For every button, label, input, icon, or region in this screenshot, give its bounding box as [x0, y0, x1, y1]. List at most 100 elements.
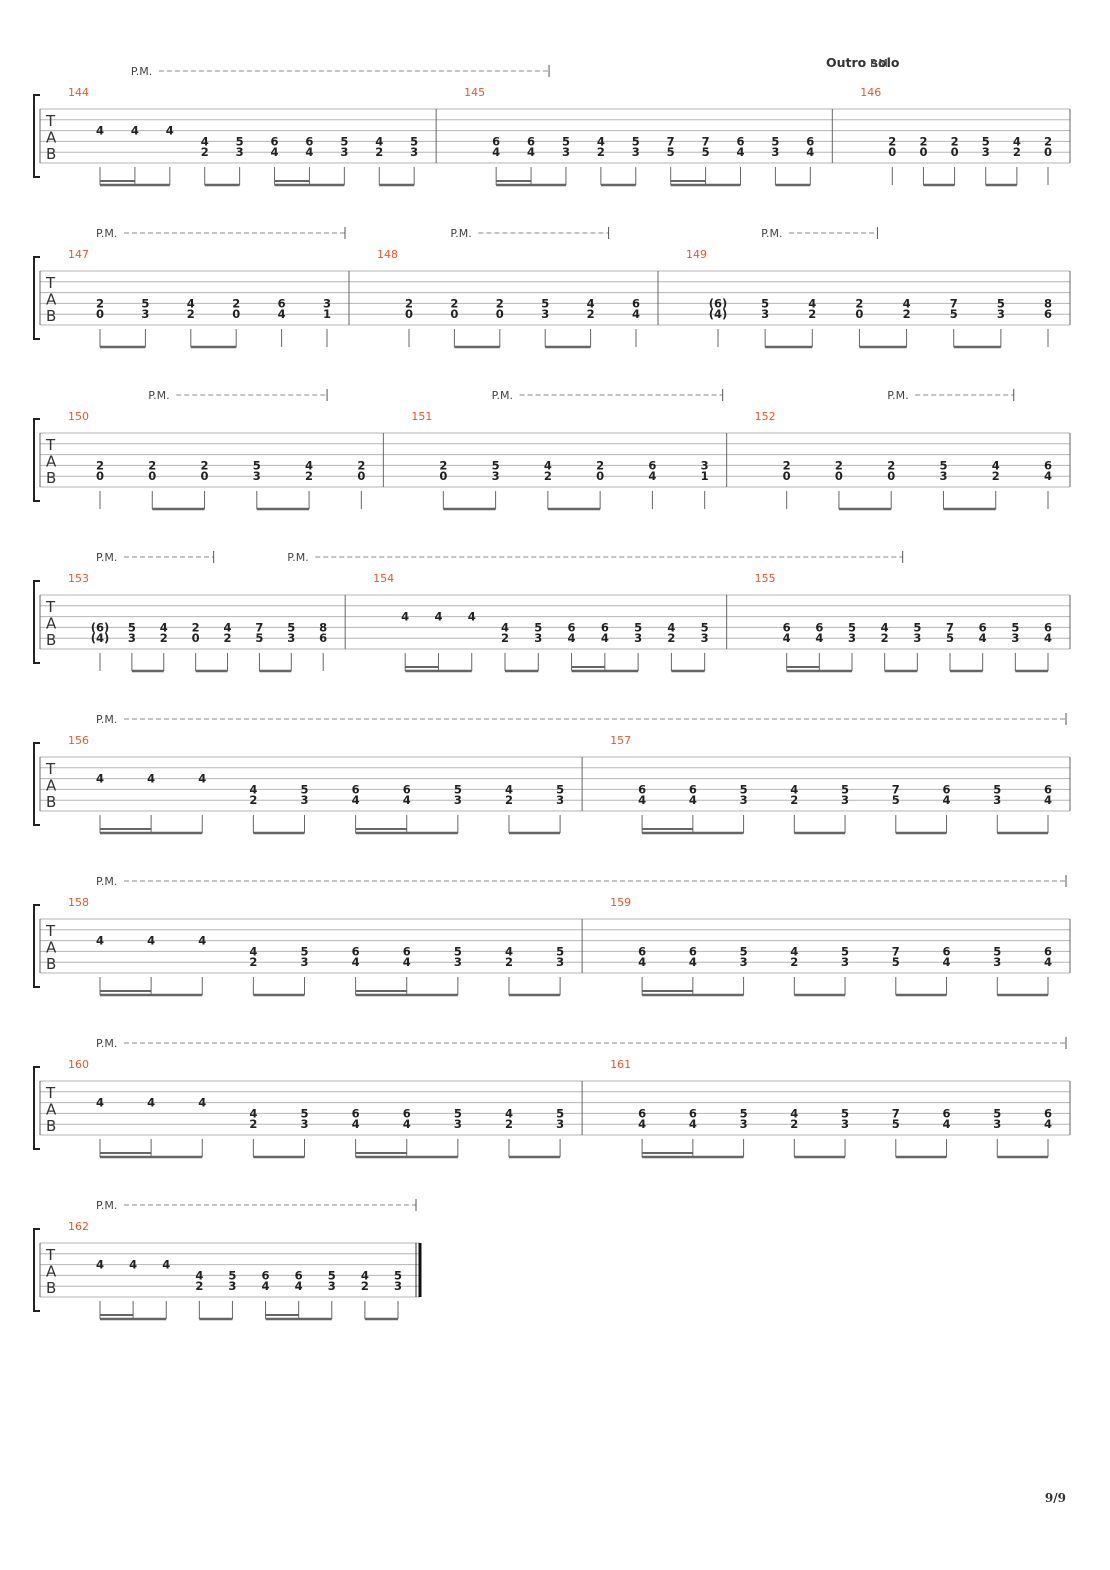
fret-number: 4 [1013, 134, 1021, 148]
fret-number: 4 [568, 631, 576, 645]
tab-letter: A [46, 777, 57, 795]
staff-bracket [33, 94, 40, 178]
fret-number: 6 [638, 944, 646, 958]
tab-letter: T [45, 274, 56, 292]
fret-number: 0 [232, 307, 240, 321]
fret-number: 5 [946, 631, 954, 645]
tab-letter: T [45, 598, 56, 616]
fret-number: 4 [667, 620, 675, 634]
fret-number: (4) [709, 307, 728, 321]
tab-letter: B [46, 145, 56, 163]
fret-number: 4 [224, 620, 232, 634]
fret-number: 2 [305, 469, 313, 483]
fret-number: 4 [638, 793, 646, 807]
tab-letter: B [46, 307, 56, 325]
fret-number: 5 [892, 793, 900, 807]
fret-number: 2 [357, 458, 365, 472]
fret-number: 3 [492, 469, 500, 483]
fret-number: 5 [300, 782, 308, 796]
fret-number: 4 [505, 944, 513, 958]
fret-number: 4 [638, 1117, 646, 1131]
fret-number: 4 [401, 610, 409, 624]
fret-number: 3 [1011, 631, 1019, 645]
fret-number: 2 [201, 145, 209, 159]
fret-number: 5 [667, 145, 675, 159]
tab-letter: A [46, 291, 57, 309]
fret-number: 6 [632, 296, 640, 310]
fret-number: 4 [262, 1279, 270, 1293]
fret-number: 4 [198, 934, 206, 948]
staff-bracket [33, 418, 40, 502]
tab-letter: A [46, 1101, 57, 1119]
fret-number: 2 [1013, 145, 1021, 159]
fret-number: 5 [993, 944, 1001, 958]
palm-mute-label: P.M. [96, 713, 117, 726]
fret-number: 4 [736, 145, 744, 159]
staff-bracket [33, 904, 40, 988]
fret-number: 4 [1044, 631, 1052, 645]
fret-number: 3 [340, 145, 348, 159]
fret-number: 5 [534, 620, 542, 634]
fret-number: 4 [881, 620, 889, 634]
fret-number: 5 [892, 1117, 900, 1131]
measure-number: 144 [68, 86, 89, 99]
fret-number: 7 [702, 134, 710, 148]
fret-number: 4 [96, 772, 104, 786]
fret-number: 8 [319, 620, 327, 634]
fret-number: 4 [815, 631, 823, 645]
fret-number: 3 [410, 145, 418, 159]
fret-number: (6) [709, 296, 728, 310]
fret-number: 5 [841, 1106, 849, 1120]
fret-number: 6 [689, 944, 697, 958]
fret-number: 3 [997, 307, 1005, 321]
fret-number: 2 [903, 307, 911, 321]
fret-number: 3 [701, 458, 709, 472]
fret-number: 3 [328, 1279, 336, 1293]
fret-number: 0 [855, 307, 863, 321]
fret-number: 0 [192, 631, 200, 645]
measure-number: 146 [860, 86, 881, 99]
fret-number: 3 [300, 1117, 308, 1131]
fret-number: 5 [740, 1106, 748, 1120]
measure-number: 157 [610, 734, 631, 747]
fret-number: 2 [232, 296, 240, 310]
fret-number: 4 [689, 955, 697, 969]
fret-number: 5 [556, 1106, 564, 1120]
fret-number: 5 [771, 134, 779, 148]
measure-number: 150 [68, 410, 89, 423]
fret-number: 2 [790, 793, 798, 807]
fret-number: 5 [300, 1106, 308, 1120]
fret-number: 7 [950, 296, 958, 310]
fret-number: (6) [91, 620, 110, 634]
fret-number: 2 [148, 458, 156, 472]
fret-number: 0 [596, 469, 604, 483]
tab-letter: T [45, 1246, 56, 1264]
fret-number: 3 [141, 307, 149, 321]
fret-number: 5 [913, 620, 921, 634]
fret-number: 5 [841, 944, 849, 958]
fret-number: 1 [701, 469, 709, 483]
fret-number: 4 [352, 1117, 360, 1131]
fret-number: 3 [228, 1279, 236, 1293]
fret-number: 4 [979, 631, 987, 645]
fret-number: 5 [982, 134, 990, 148]
fret-number: 3 [454, 955, 462, 969]
fret-number: 3 [993, 793, 1001, 807]
fret-number: 4 [162, 1258, 170, 1272]
fret-number: 4 [790, 1106, 798, 1120]
fret-number: 4 [198, 1096, 206, 1110]
fret-number: 3 [323, 296, 331, 310]
fret-number: 2 [405, 296, 413, 310]
fret-number: 4 [943, 1117, 951, 1131]
measure-number: 147 [68, 248, 89, 261]
fret-number: 3 [740, 793, 748, 807]
fret-number: 4 [468, 610, 476, 624]
fret-number: 3 [634, 631, 642, 645]
fret-number: 4 [147, 1096, 155, 1110]
fret-number: 2 [783, 458, 791, 472]
fret-number: 3 [913, 631, 921, 645]
measure-number: 162 [68, 1220, 89, 1233]
fret-number: 3 [236, 145, 244, 159]
